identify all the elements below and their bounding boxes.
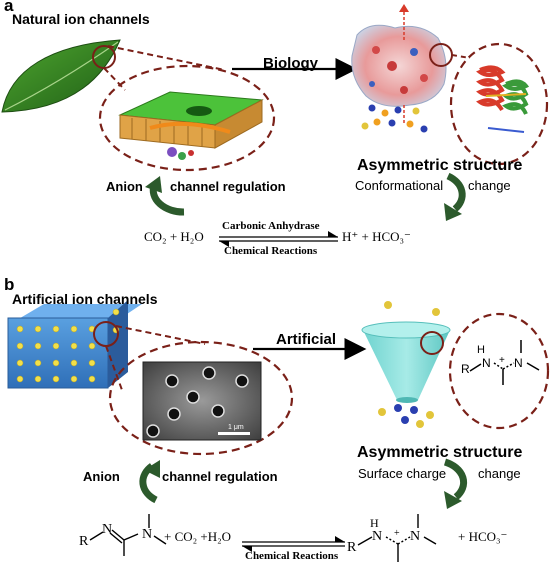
molecule-n1: N <box>482 356 491 370</box>
cone-zoom-circle <box>420 331 444 355</box>
chemical-reactions-label: Chemical Reactions <box>245 550 339 562</box>
catalyst-label: Carbonic Anhydrase <box>222 220 320 232</box>
panel-b-letter: b <box>4 275 15 294</box>
product-r: R <box>347 540 357 555</box>
artificial-label: Artificial <box>276 331 337 348</box>
protein-channel-illustration <box>351 4 447 124</box>
product-n1: N <box>372 529 383 544</box>
product-structure <box>357 514 437 562</box>
surface-charge-cycle-arrow <box>443 458 468 500</box>
equation-a-products: H⁺ + HCO₃⁻ <box>342 229 411 244</box>
molecule-r: R <box>461 362 470 376</box>
panel-b-title: Artificial ion channels <box>12 291 158 307</box>
equilibrium-arrows <box>242 536 345 552</box>
tissue-zoom-ellipse <box>98 64 276 172</box>
reactant-structure <box>89 514 167 556</box>
channel-regulation-label: channel regulation <box>170 179 286 194</box>
chemical-reactions-label: Chemical Reactions <box>224 245 318 257</box>
nanoporous-membrane-illustration <box>7 300 142 389</box>
equilibrium-arrows <box>219 231 338 247</box>
channel-regulation-label: channel regulation <box>162 469 278 484</box>
leaf-illustration <box>1 39 121 113</box>
sem-micrograph <box>142 361 262 441</box>
molecule-h: H <box>477 344 485 356</box>
reactant-n2: N <box>142 527 153 542</box>
equation-a-reactants: CO₂ + H₂O <box>144 229 204 244</box>
asymmetric-structure-label: Asymmetric structure <box>357 157 523 174</box>
biology-label: Biology <box>263 55 318 72</box>
zoom-line <box>105 345 123 391</box>
sem-zoom-ellipse <box>108 340 294 456</box>
ion-dots <box>378 301 440 428</box>
reactant-r: R <box>79 534 89 549</box>
asymmetric-structure-label: Asymmetric structure <box>357 444 523 461</box>
conical-nanochannel-illustration <box>361 321 451 403</box>
molecule-plus: + <box>499 355 505 366</box>
amidine-structure <box>469 340 540 385</box>
equation-b-reagents: + CO₂ +H₂O <box>164 529 232 544</box>
reactant-n1: N <box>102 522 113 537</box>
zoom-line <box>103 67 126 91</box>
anion-label: Anion <box>83 469 120 484</box>
anion-label: Anion <box>106 179 143 194</box>
molecule-n2: N <box>514 356 523 370</box>
zoom-line <box>115 325 206 345</box>
surface-charge-label: Surface charge <box>358 466 447 481</box>
zoom-line <box>451 54 471 59</box>
leaf-tissue-illustration <box>118 91 264 160</box>
product-h: H <box>370 516 379 530</box>
helix-zoom-ellipse <box>449 42 549 166</box>
panel-a-title: Natural ion channels <box>12 11 150 27</box>
product-plus: + <box>394 528 400 539</box>
change-label: change <box>468 178 511 193</box>
product-n2: N <box>410 529 421 544</box>
change-label: change <box>478 466 521 481</box>
conformational-cycle-arrow <box>446 172 466 212</box>
equation-b-products: + HCO₃⁻ <box>458 529 508 544</box>
molecule-zoom-ellipse <box>448 312 550 430</box>
alpha-helix-illustration <box>476 65 530 133</box>
panel-a-letter: a <box>4 0 14 15</box>
scale-bar-label: 1 μm <box>228 424 244 431</box>
conformational-label: Conformational <box>355 178 444 193</box>
ion-dots <box>361 104 428 133</box>
